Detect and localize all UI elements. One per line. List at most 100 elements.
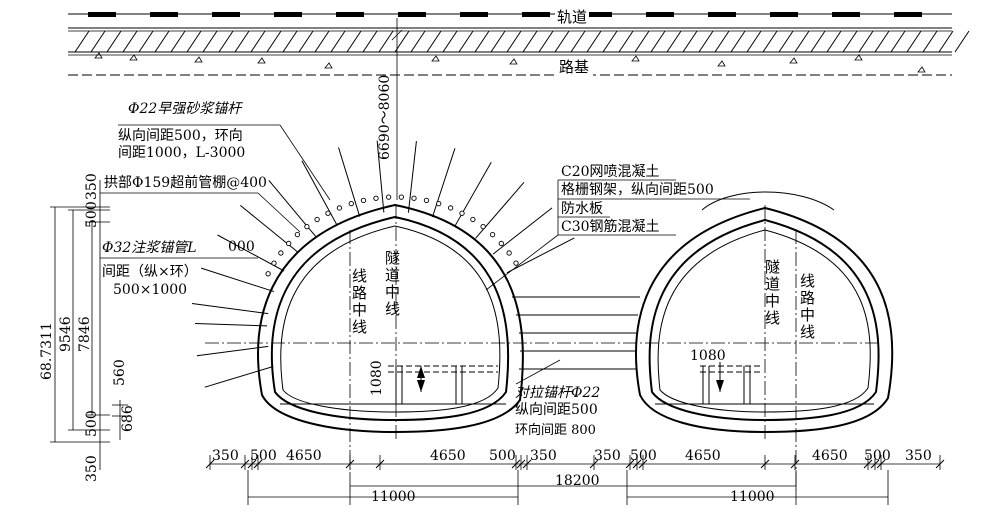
anchor-bolt	[338, 147, 361, 217]
hatch-line	[506, 30, 522, 53]
aggregate-mark	[717, 60, 726, 67]
left-anchor-bolts	[191, 140, 575, 388]
hatch-line	[442, 30, 458, 53]
hatch-line	[74, 30, 90, 53]
hatch-line	[906, 30, 922, 53]
anchor-bolt	[191, 303, 269, 315]
hatch-line	[650, 30, 666, 53]
left-inverted-frame	[388, 365, 498, 404]
lining-spec-3: 防水板	[561, 201, 603, 217]
hatch-line	[186, 30, 202, 53]
right-tunnel-centerline-label: 隧道中线	[765, 258, 780, 327]
pipe-roof-circle	[411, 195, 417, 201]
hatch-line	[266, 30, 282, 53]
hatch-line	[490, 30, 506, 53]
aggregate-mark	[129, 54, 138, 61]
anchor-bolt	[475, 182, 525, 239]
right-span-11000: 11000	[730, 489, 775, 505]
hatch-line	[474, 30, 490, 53]
hatch-line	[858, 30, 874, 53]
hatch-line	[346, 30, 362, 53]
pipe-roof-circle	[470, 216, 476, 223]
hatch-line	[314, 30, 330, 53]
grout-pipe-spec-line2: 间距（纵×环）	[102, 264, 198, 280]
bolt-spec-line2: 纵向间距500，环向	[118, 128, 243, 144]
height-top-500: 500	[84, 201, 100, 228]
hatch-line	[874, 30, 890, 53]
height-top-350: 350	[84, 173, 100, 200]
pipe-roof-circle	[304, 223, 310, 230]
tie-bolt-spec-line1: 对拉锚杆Φ22	[515, 385, 600, 401]
tie-bolt-spec-line2: 纵向间距500	[515, 402, 598, 418]
anchor-bolt	[492, 207, 553, 255]
aggregate-mark	[789, 57, 798, 64]
aggregate-mark	[431, 55, 440, 62]
hatch-line	[458, 30, 474, 53]
hatch-line	[538, 30, 554, 53]
left-span-11000: 11000	[371, 489, 416, 505]
right-1080-value: 1080	[690, 348, 726, 364]
pipe-roof-circle	[513, 260, 519, 266]
aggregate-mark	[509, 58, 518, 65]
hatch-line	[410, 30, 426, 53]
hatch-line	[794, 30, 810, 53]
grout-pipe-spec-line3: 500×1000	[113, 282, 187, 298]
anchor-bolt	[195, 323, 268, 327]
left-pipe-roof	[265, 194, 519, 277]
hatch-line	[106, 30, 122, 53]
bottom-dim-value: 4650	[430, 448, 466, 464]
hatch-line	[698, 30, 714, 53]
left-tunnel-centerline-label: 隧道中线	[385, 249, 400, 318]
left-1080-value: 1080	[369, 360, 385, 396]
pipe-roof-circle	[423, 197, 430, 204]
lining-spec-2: 格栅钢架，纵向间距500	[561, 182, 714, 198]
hatch-line	[826, 30, 842, 53]
pipe-roof-circle	[498, 240, 504, 247]
bottom-dim-value: 350	[594, 448, 621, 464]
hatch-line	[426, 30, 442, 53]
height-560: 560	[112, 359, 128, 386]
bolt-spec-line3: 间距1000，L-3000	[118, 145, 245, 161]
hatch-line	[570, 30, 586, 53]
pipe-roof-circle	[459, 210, 465, 216]
pipe-roof-circle	[325, 210, 331, 216]
hatch-line	[330, 30, 346, 53]
tie-bolts-between-tunnels	[512, 296, 640, 385]
bottom-dim-value: 4650	[286, 448, 322, 464]
grout-pipe-code: 000	[228, 239, 255, 255]
bolt-spec-line1: Φ22早强砂浆锚杆	[128, 101, 243, 117]
bottom-dim-value: 350	[530, 448, 557, 464]
anchor-bolt	[268, 179, 317, 238]
pipe-roof-circle	[265, 271, 271, 277]
bottom-dim-value: 350	[212, 448, 239, 464]
track-and-subgrade: 轨道 路基	[68, 7, 970, 77]
pipe-roof-circle	[436, 201, 442, 207]
grout-pipe-spec-line1: Φ32注浆锚管L	[102, 240, 197, 256]
anchor-bolt	[301, 160, 338, 226]
hatch-line	[234, 30, 250, 53]
hatch-line	[602, 30, 618, 53]
aggregate-mark	[257, 57, 266, 64]
pipe-roof-circle	[348, 201, 354, 207]
left-tunnel: 线路中线 隧道中线 1080	[191, 140, 880, 490]
hatch-line	[522, 30, 538, 53]
anchor-bolt	[196, 345, 269, 357]
anchor-bolt	[506, 237, 575, 274]
hatch-line	[666, 30, 682, 53]
anchor-bolt	[201, 267, 275, 293]
pipe-roof-circle	[447, 205, 454, 211]
pipe-roof-circle	[373, 195, 379, 201]
bottom-dim-value: 500	[250, 448, 277, 464]
bottom-dim-value: 500	[630, 448, 657, 464]
hatch-line	[714, 30, 730, 53]
anchor-bolt	[454, 161, 492, 227]
hatch-line	[682, 30, 698, 53]
hatch-line	[954, 30, 970, 53]
pipe-roof-circle	[286, 240, 292, 247]
bottom-dim-value: 4650	[685, 448, 721, 464]
hatch-line	[842, 30, 858, 53]
hatch-line	[138, 30, 154, 53]
track-sleepers	[68, 12, 952, 17]
hatch-line	[122, 30, 138, 53]
